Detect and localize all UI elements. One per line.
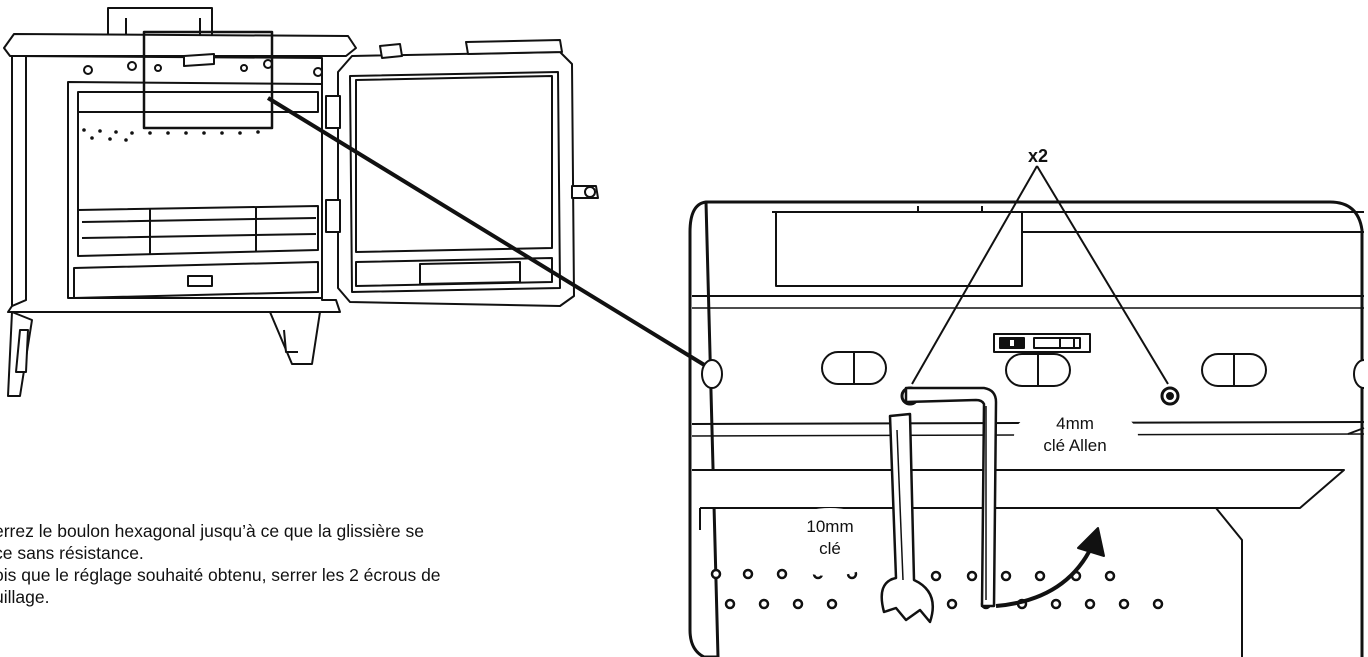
- damper-slider: [993, 333, 1091, 353]
- slotted-hole: [821, 351, 887, 385]
- quantity-label: x2: [1027, 146, 1049, 166]
- detail-view: [688, 165, 1365, 657]
- allen-key: [904, 386, 998, 608]
- instruction-line: ois que le réglage souhaité obtenu, serr…: [0, 565, 441, 585]
- pointer-arrow-left: [911, 165, 1038, 385]
- instructions-text: errez le boulon hexagonal jusqu’à ce que…: [0, 520, 654, 608]
- stove-illustration: [3, 7, 599, 397]
- allen-key-size: 4mm: [1056, 414, 1094, 433]
- wrench-size: 10mm: [806, 517, 854, 536]
- wrench-name: clé: [819, 539, 841, 558]
- instruction-line: errez le boulon hexagonal jusqu’à ce que…: [0, 521, 424, 541]
- rotation-arrow: [995, 527, 1105, 608]
- callout-leader-line: [266, 96, 708, 368]
- wrench: [880, 412, 934, 624]
- wrench-label: 10mm clé: [780, 516, 880, 560]
- slotted-hole: [1005, 353, 1071, 387]
- hex-nut: [1160, 386, 1180, 406]
- allen-key-label: 4mm clé Allen: [1020, 413, 1130, 457]
- instruction-line: ce sans résistance.: [0, 543, 144, 563]
- instruction-line: uillage.: [0, 587, 50, 607]
- slotted-hole: [1201, 353, 1267, 387]
- pointer-arrow-right: [1036, 165, 1169, 385]
- allen-key-name: clé Allen: [1043, 436, 1107, 455]
